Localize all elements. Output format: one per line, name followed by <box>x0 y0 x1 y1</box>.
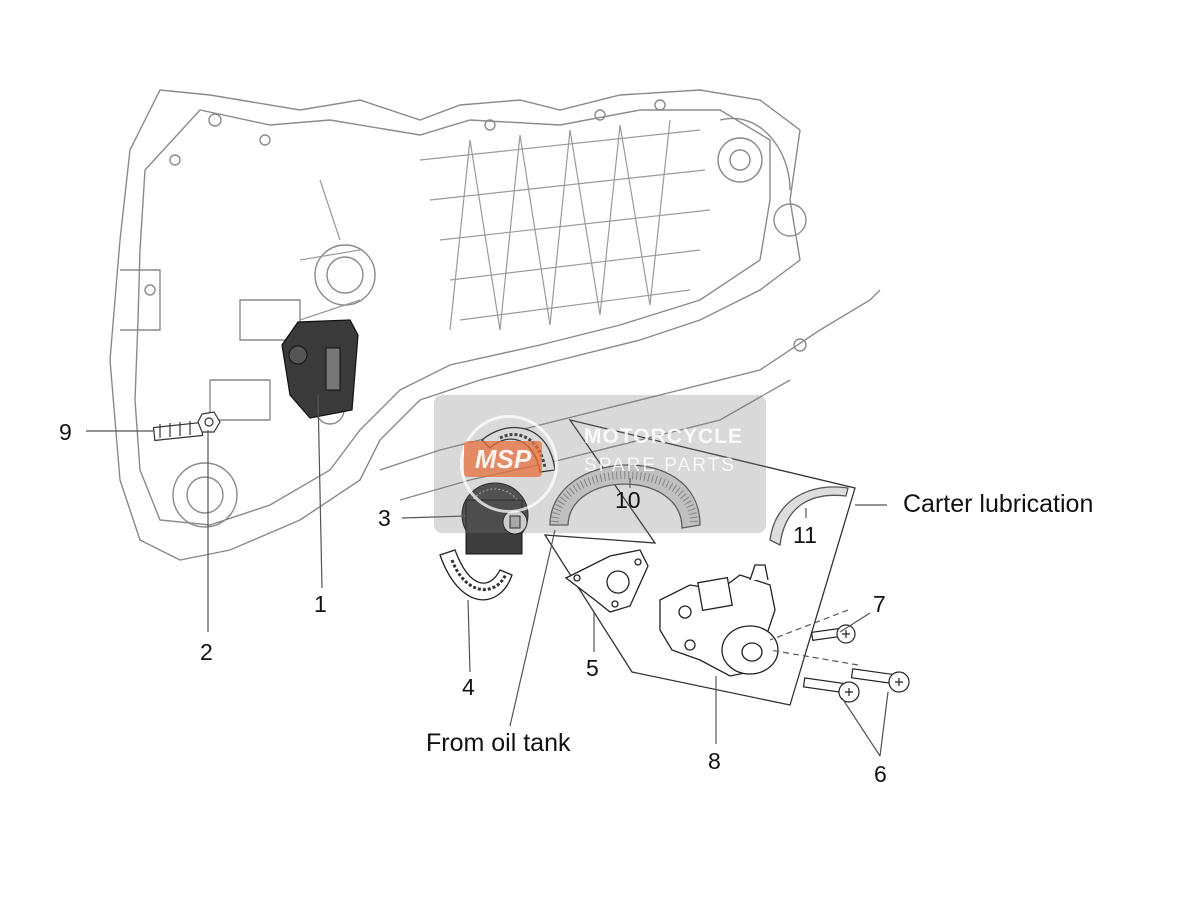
watermark-line-1: MOTORCYCLE <box>584 425 743 448</box>
crankcase-ribs <box>299 119 711 331</box>
callout-8: 8 <box>708 748 721 774</box>
part-5-gasket <box>564 549 649 613</box>
callout-9: 9 <box>59 419 72 445</box>
leader-lines <box>86 394 889 757</box>
part-7-screw <box>810 624 856 644</box>
callout-11: 11 <box>793 522 817 548</box>
note-from-oil-tank: From oil tank <box>426 729 571 757</box>
callout-2: 2 <box>200 639 213 665</box>
part-10-hose <box>549 464 701 529</box>
watermark: MSP MOTORCYCLE SPARE PARTS <box>434 395 766 533</box>
callout-10: 10 <box>615 487 641 513</box>
callout-6: 6 <box>874 761 887 787</box>
watermark-badge: MSP <box>464 441 542 477</box>
watermark-logo <box>460 415 558 513</box>
callout-4: 4 <box>462 674 475 700</box>
part-11-hose <box>769 486 849 546</box>
part-4-belt <box>439 549 513 601</box>
part-2-nut <box>197 411 221 433</box>
callout-7: 7 <box>873 591 886 617</box>
callout-3: 3 <box>378 505 391 531</box>
note-carter-lubrication: Carter lubrication <box>903 490 1094 518</box>
part-8-oil-pump <box>659 564 779 677</box>
callout-1: 1 <box>314 591 327 617</box>
callout-5: 5 <box>586 655 599 681</box>
part-1-cover <box>281 319 359 419</box>
watermark-line-2: SPARE PARTS <box>584 455 736 476</box>
part-9-bolt <box>152 421 204 442</box>
part-6-screw-lower <box>802 677 860 703</box>
part-8-group-outline <box>543 418 856 706</box>
part-6-screw-upper <box>850 668 910 693</box>
